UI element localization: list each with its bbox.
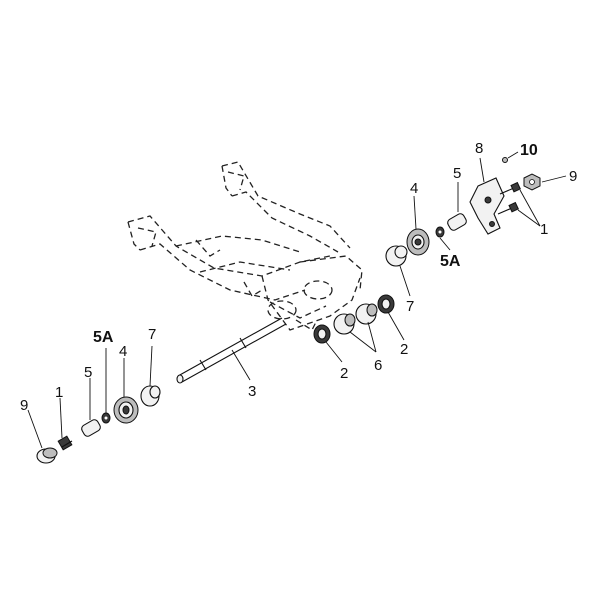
callout-5-right: 5 [453, 165, 461, 182]
bushing-6-a [333, 313, 356, 335]
pivot-shaft [176, 317, 287, 384]
washer-5a-right [435, 226, 445, 238]
swingarm-frame [127, 161, 363, 331]
bracket-8 [469, 177, 505, 235]
callout-7-left: 7 [148, 326, 156, 343]
ball-10 [502, 157, 508, 163]
callout-3: 3 [248, 383, 256, 400]
bushing-5-right [447, 213, 467, 231]
spacer-7-left [140, 385, 161, 407]
bearing-cap-4-right [406, 228, 430, 256]
callout-9-right: 9 [569, 168, 577, 185]
nut-9-right [523, 173, 541, 191]
callout-4-right: 4 [410, 180, 418, 197]
callout-1-left: 1 [55, 384, 63, 401]
bolt-1-upper [499, 181, 521, 195]
callout-1-right: 1 [540, 221, 548, 238]
callout-4-left: 4 [119, 343, 127, 360]
spacer-7-right [385, 245, 408, 267]
callout-7-right: 7 [406, 298, 414, 315]
bolt-1-lower [497, 201, 519, 215]
cap-left [36, 447, 58, 464]
bolt-left [57, 435, 73, 451]
bushing-5-left [81, 419, 101, 437]
callouts: 9 1 5 5A 4 7 3 2 6 2 7 5A 4 5 8 10 9 1 [20, 140, 577, 414]
leader-lines [27, 151, 567, 449]
callout-10: 10 [520, 142, 538, 159]
bearing-2-left [313, 324, 331, 344]
bushing-6-b [355, 303, 378, 325]
callout-5-left: 5 [84, 364, 92, 381]
callout-5a-right: 5A [440, 253, 461, 270]
callout-2-left: 2 [340, 365, 348, 382]
callout-9-left: 9 [20, 397, 28, 414]
callout-6: 6 [374, 357, 382, 374]
callout-8: 8 [475, 140, 483, 157]
callout-2-right: 2 [400, 341, 408, 358]
callout-5a-left: 5A [93, 329, 114, 346]
bearing-cap-4-left [113, 396, 139, 424]
bearing-2-right [377, 294, 395, 314]
washer-5a-left [101, 412, 111, 424]
